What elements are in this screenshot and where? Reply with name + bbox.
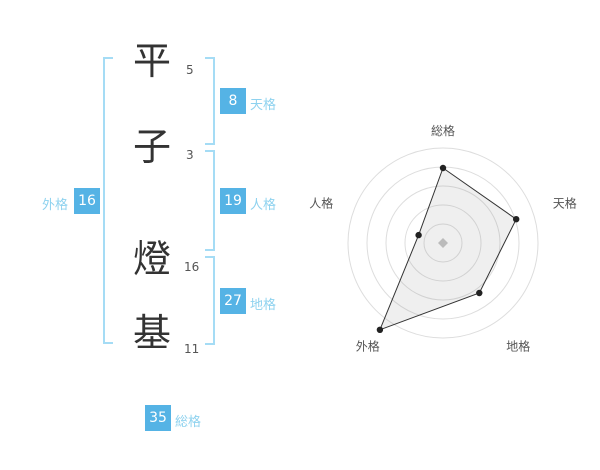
stroke-count-4: 11 [184, 342, 200, 356]
gaikaku-value-badge: 16 [74, 188, 100, 214]
radar-axis-label: 地格 [506, 339, 530, 354]
soukaku-label: 総格 [175, 415, 202, 430]
name-char-4: 基 [132, 311, 171, 355]
gaikaku-label: 外格 [42, 198, 69, 213]
tenkaku-label: 天格 [250, 98, 277, 113]
jinkaku-label: 人格 [250, 198, 277, 213]
name-char-2: 子 [132, 125, 171, 169]
chikaku-bracket [205, 256, 215, 345]
jinkaku-bracket [205, 150, 215, 251]
radar-axis-label: 人格 [309, 195, 333, 210]
stroke-count-1: 5 [186, 63, 194, 77]
name-char-1: 平 [132, 39, 171, 83]
name-char-3: 燈 [132, 237, 171, 281]
radar-axis-label: 総格 [431, 123, 455, 138]
chikaku-label: 地格 [250, 298, 277, 313]
soukaku-value-badge: 35 [145, 405, 171, 431]
jinkaku-value-badge: 19 [220, 188, 246, 214]
stroke-count-2: 3 [186, 148, 194, 162]
tenkaku-bracket [205, 57, 215, 145]
radar-axis-label: 外格 [356, 339, 380, 354]
radar-axis-label: 天格 [553, 195, 577, 210]
stroke-count-3: 16 [184, 260, 200, 274]
tenkaku-value-badge: 8 [220, 88, 246, 114]
chikaku-value-badge: 27 [220, 288, 246, 314]
gaikaku-bracket [103, 57, 113, 344]
